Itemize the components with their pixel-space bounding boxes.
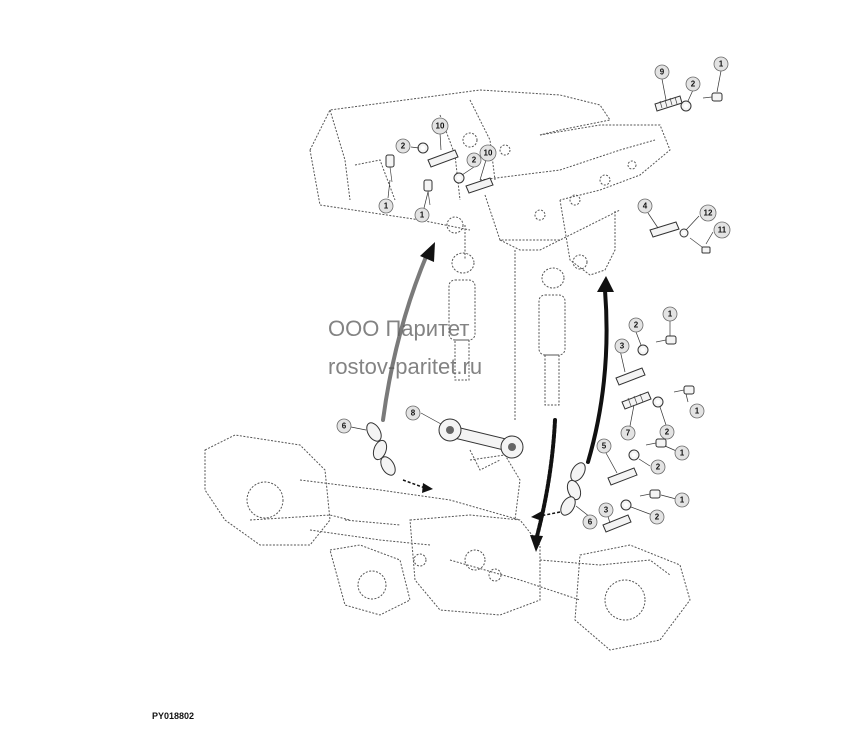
callout-bubble: 6 (582, 514, 598, 530)
callout-bubble: 7 (620, 425, 636, 441)
callout-bubble: 10 (431, 117, 449, 135)
callout-label: 9 (660, 68, 665, 77)
callout-label: 12 (704, 209, 713, 218)
callout-label: 1 (384, 202, 389, 211)
callout-label: 2 (691, 80, 696, 89)
callout-label: 1 (420, 211, 425, 220)
callout-bubble: 9 (654, 64, 670, 80)
watermark-line-1: ООО Паритет (328, 316, 469, 341)
callout-bubble: 2 (685, 76, 701, 92)
callout-bubble: 1 (378, 198, 394, 214)
callout-bubble: 1 (713, 56, 729, 72)
stabilizer-link (438, 418, 524, 471)
callout-label: 1 (719, 60, 724, 69)
callout-label: 6 (588, 518, 593, 527)
callout-label: 1 (680, 496, 685, 505)
callout-label: 10 (436, 122, 445, 131)
callout-label: 1 (680, 449, 685, 458)
hardware-parts (385, 92, 723, 533)
watermark-line-2: rostov-paritet.ru (328, 354, 482, 379)
callout-bubble: 2 (466, 152, 482, 168)
callout-label: 5 (602, 442, 607, 451)
callout-label: 2 (656, 463, 661, 472)
motion-arrows (381, 242, 614, 552)
shock-absorber-left (448, 252, 476, 381)
callout-label: 2 (401, 142, 406, 151)
callout-bubble: 3 (598, 502, 614, 518)
callout-label: 2 (472, 156, 477, 165)
callout-bubble: 5 (596, 438, 612, 454)
callout-bubble: 10 (479, 144, 497, 162)
callout-bubble: 1 (689, 403, 705, 419)
leader-lines (350, 70, 722, 524)
callout-label: 11 (718, 226, 727, 235)
callout-bubble: 11 (713, 221, 731, 239)
callout-bubble: 1 (662, 306, 678, 322)
callout-label: 3 (620, 342, 625, 351)
callout-bubble: 2 (628, 317, 644, 333)
callout-label: 1 (668, 310, 673, 319)
callout-bubble: 2 (395, 138, 411, 154)
callout-bubble: 2 (650, 459, 666, 475)
callout-bubble: 3 (614, 338, 630, 354)
callout-label: 6 (342, 422, 347, 431)
callout-label: 2 (634, 321, 639, 330)
callout-label: 2 (665, 428, 670, 437)
figure-code: PY018802 (152, 711, 195, 721)
callout-bubble: 12 (699, 204, 717, 222)
callout-label: 3 (604, 506, 609, 515)
callout-bubble: 2 (659, 424, 675, 440)
chain-right (560, 462, 586, 516)
callout-label: 8 (411, 409, 416, 418)
callout-bubble: 6 (336, 418, 352, 434)
callout-label: 7 (626, 429, 631, 438)
callout-label: 1 (695, 407, 700, 416)
front-axle-outline (204, 434, 691, 651)
callout-bubble: 1 (414, 207, 430, 223)
callout-bubble: 1 (674, 445, 690, 461)
callout-bubble: 2 (649, 509, 665, 525)
chain-left (366, 422, 396, 476)
callout-label: 10 (484, 149, 493, 158)
shock-absorber-right (538, 267, 566, 406)
callout-bubble: 4 (637, 198, 653, 214)
callout-label: 2 (655, 513, 660, 522)
callout-bubble: 1 (674, 492, 690, 508)
callout-label: 4 (643, 202, 648, 211)
callout-bubble: 8 (405, 405, 421, 421)
